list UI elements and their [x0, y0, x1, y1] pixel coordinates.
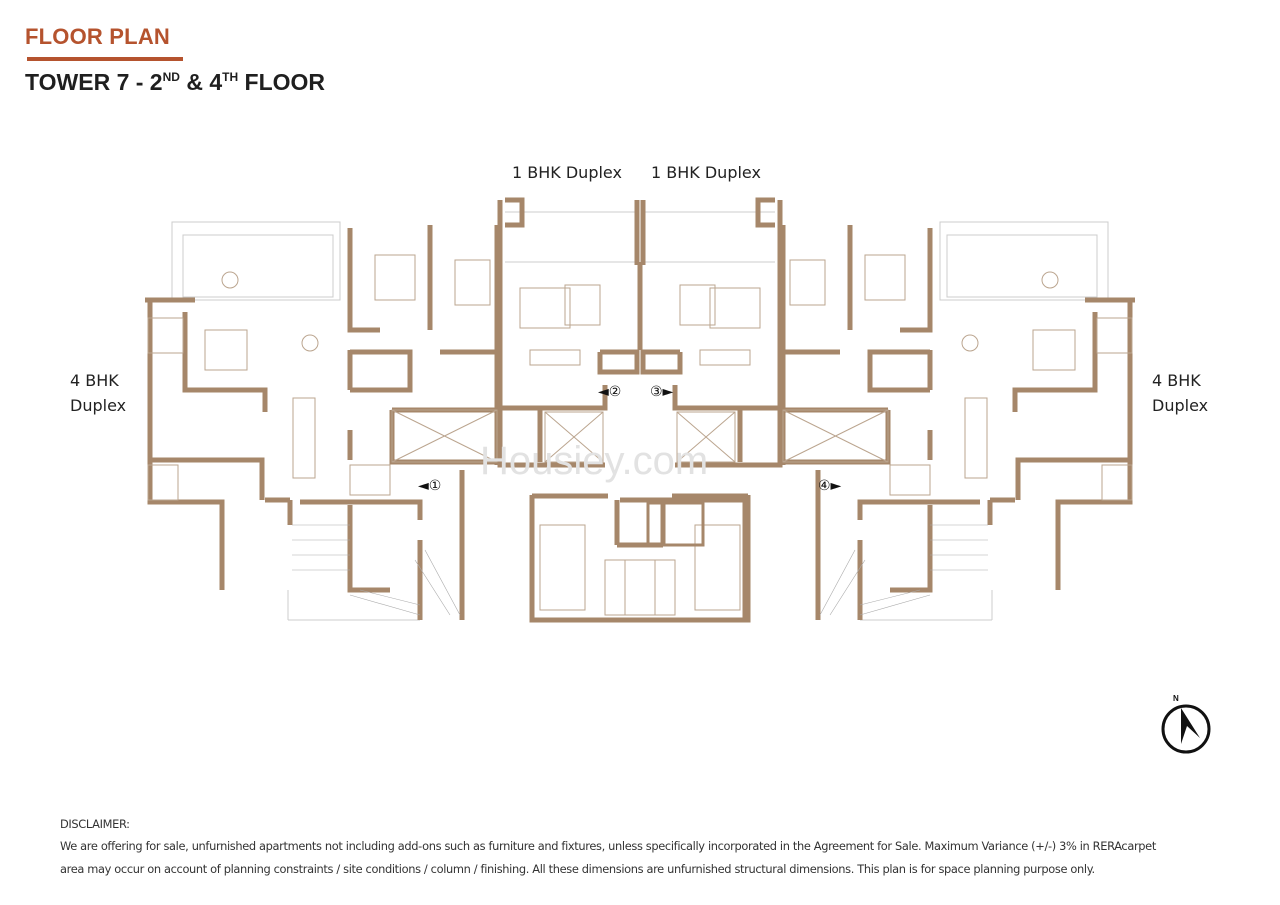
north-arrow-icon [1181, 708, 1200, 744]
disclaimer-line-2: area may occur on account of planning co… [60, 862, 1095, 876]
disclaimer-heading: DISCLAIMER: [60, 817, 130, 831]
plan-left-half [145, 200, 675, 620]
compass-north-label: N [1173, 694, 1179, 703]
watermark: Housiey.com [480, 439, 708, 483]
compass-ring [1161, 704, 1211, 754]
entry-marker-2: ◄② [598, 384, 621, 400]
disclaimer-line-1: We are offering for sale, unfurnished ap… [60, 839, 1156, 853]
plan-right-half [605, 200, 1135, 620]
central-core [615, 262, 748, 623]
unit-label-center-left: 1 BHK Duplex [512, 163, 622, 182]
unit-label-center-right: 1 BHK Duplex [651, 163, 761, 182]
page-title: FLOOR PLAN [25, 24, 170, 49]
title-underline [27, 57, 183, 61]
page-subtitle: TOWER 7 - 2ND & 4TH FLOOR [25, 69, 326, 95]
entry-marker-3: ③► [650, 384, 674, 400]
entry-marker-4: ④► [818, 478, 842, 494]
compass: N [1161, 694, 1211, 754]
entry-marker-1: ◄① [418, 478, 441, 494]
